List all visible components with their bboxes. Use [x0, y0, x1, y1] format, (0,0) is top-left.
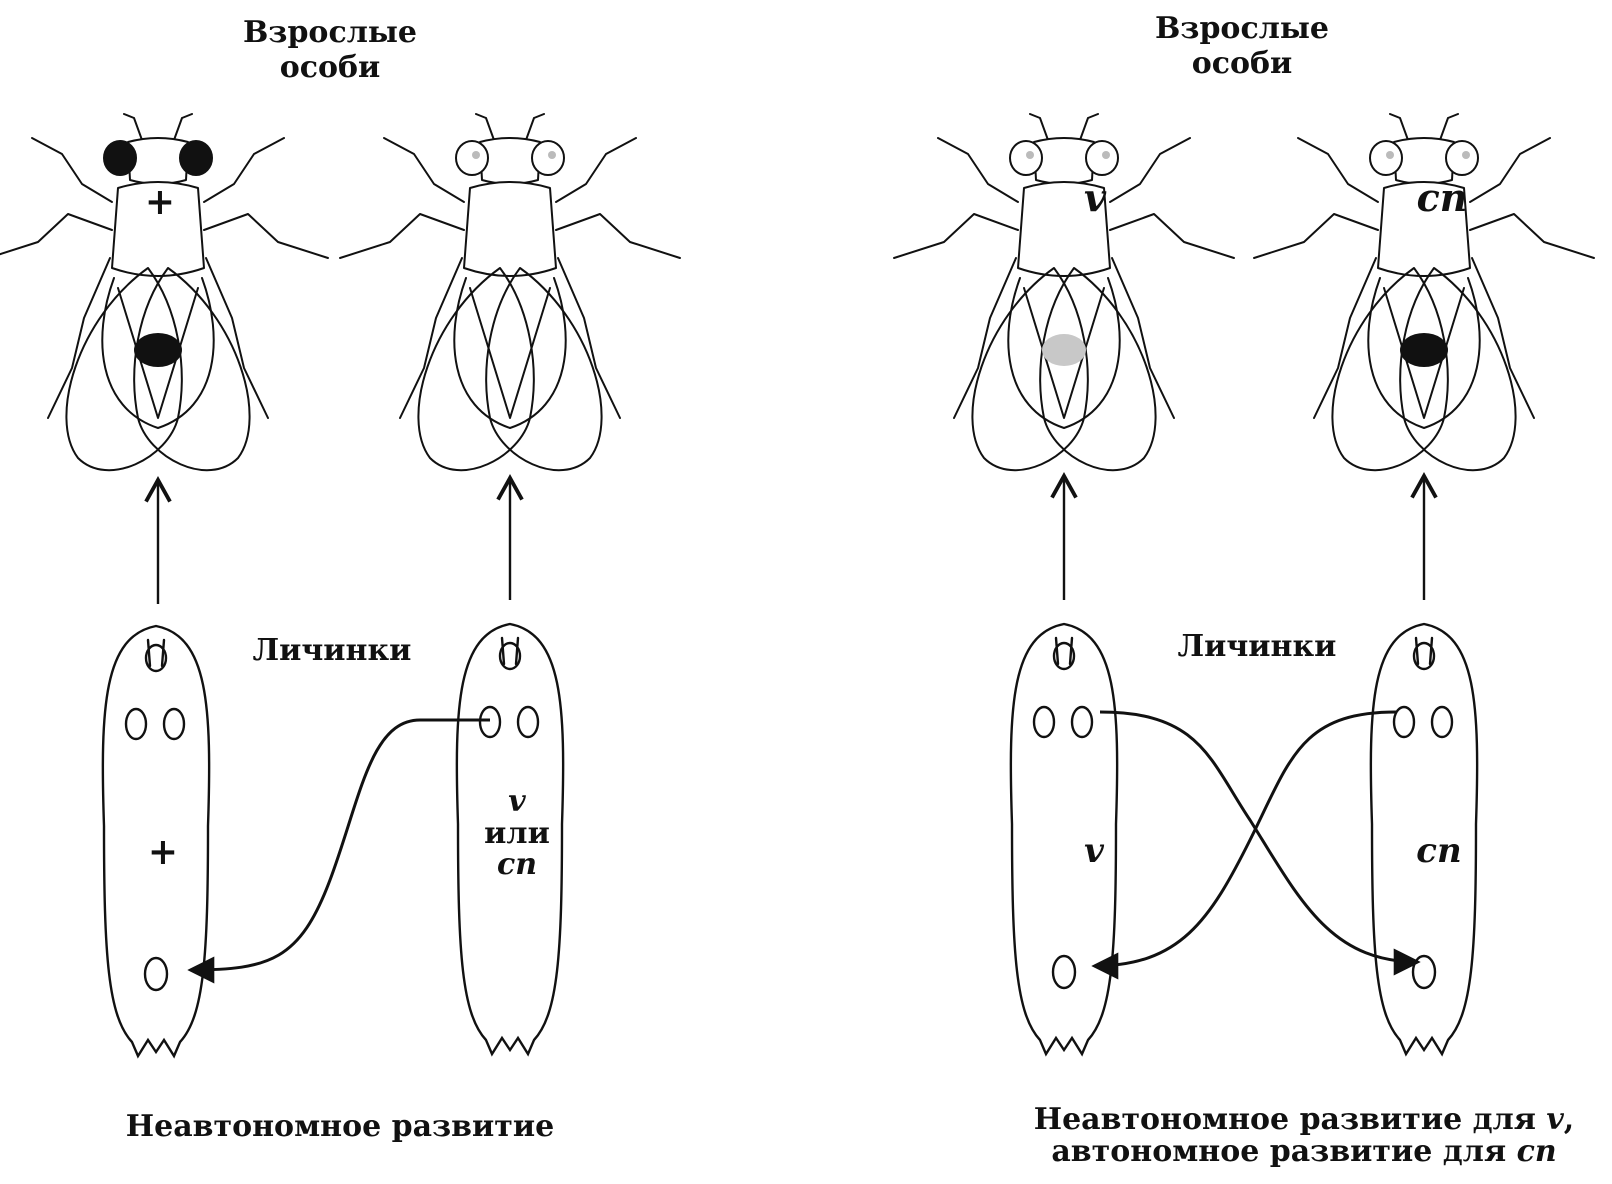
caption-right-line2-symbol: cn	[1517, 1134, 1557, 1169]
larva-donor-mark-line1: v	[457, 786, 577, 818]
adults-label-left-line1: Взрослые	[200, 16, 460, 51]
fly-v	[894, 114, 1234, 470]
fly-cn-left-eye	[1370, 141, 1402, 175]
caption-right-line1-symbol: v	[1546, 1102, 1563, 1137]
caption-right: Неавтономное развитие для v, автономное …	[1024, 1104, 1584, 1167]
fly-wildtype-right-eye	[180, 141, 212, 175]
larva-donor-mark-line3: cn	[457, 849, 577, 881]
caption-left: Неавтономное развитие	[120, 1110, 560, 1145]
adults-label-right-line1: Взрослые	[1112, 12, 1372, 47]
caption-right-line1-text: Неавтономное развитие для	[1034, 1102, 1547, 1137]
fly-v-right-eye	[1086, 141, 1118, 175]
transplant-arrow-left	[190, 720, 490, 970]
larvae-label-right: Личинки	[1137, 630, 1377, 665]
larva-cn-mark: cn	[1379, 834, 1499, 870]
larva-donor-mark: v или cn	[457, 786, 577, 881]
adults-label-right: Взрослые особи	[1112, 12, 1372, 81]
larva-donor-mark-line2: или	[457, 818, 577, 850]
fly-wildtype-left-eye	[104, 141, 136, 175]
adults-label-left: Взрослые особи	[200, 16, 460, 85]
adults-label-right-line2: особи	[1112, 47, 1372, 82]
fly-cn-mark: cn	[1382, 178, 1502, 218]
caption-right-line1-end: ,	[1564, 1102, 1574, 1137]
fly-cn-right-eye	[1446, 141, 1478, 175]
fly-donor	[340, 114, 680, 470]
fly-wildtype-mark: +	[100, 184, 220, 222]
fly-v-mark: v	[1035, 178, 1155, 218]
caption-right-line1: Неавтономное развитие для v,	[1024, 1104, 1584, 1136]
adults-label-left-line2: особи	[200, 51, 460, 86]
caption-right-line2-text: автономное развитие для	[1051, 1134, 1516, 1169]
larvae-label-left: Личинки	[212, 634, 452, 669]
fly-donor-left-eye	[456, 141, 488, 175]
fly-donor-right-eye	[532, 141, 564, 175]
fly-wildtype	[0, 114, 328, 470]
fly-cn	[1254, 114, 1594, 470]
larva-v-mark: v	[1034, 834, 1154, 870]
larva-wildtype-mark: +	[103, 834, 223, 872]
caption-right-line2: автономное развитие для cn	[1024, 1136, 1584, 1168]
fly-v-left-eye	[1010, 141, 1042, 175]
